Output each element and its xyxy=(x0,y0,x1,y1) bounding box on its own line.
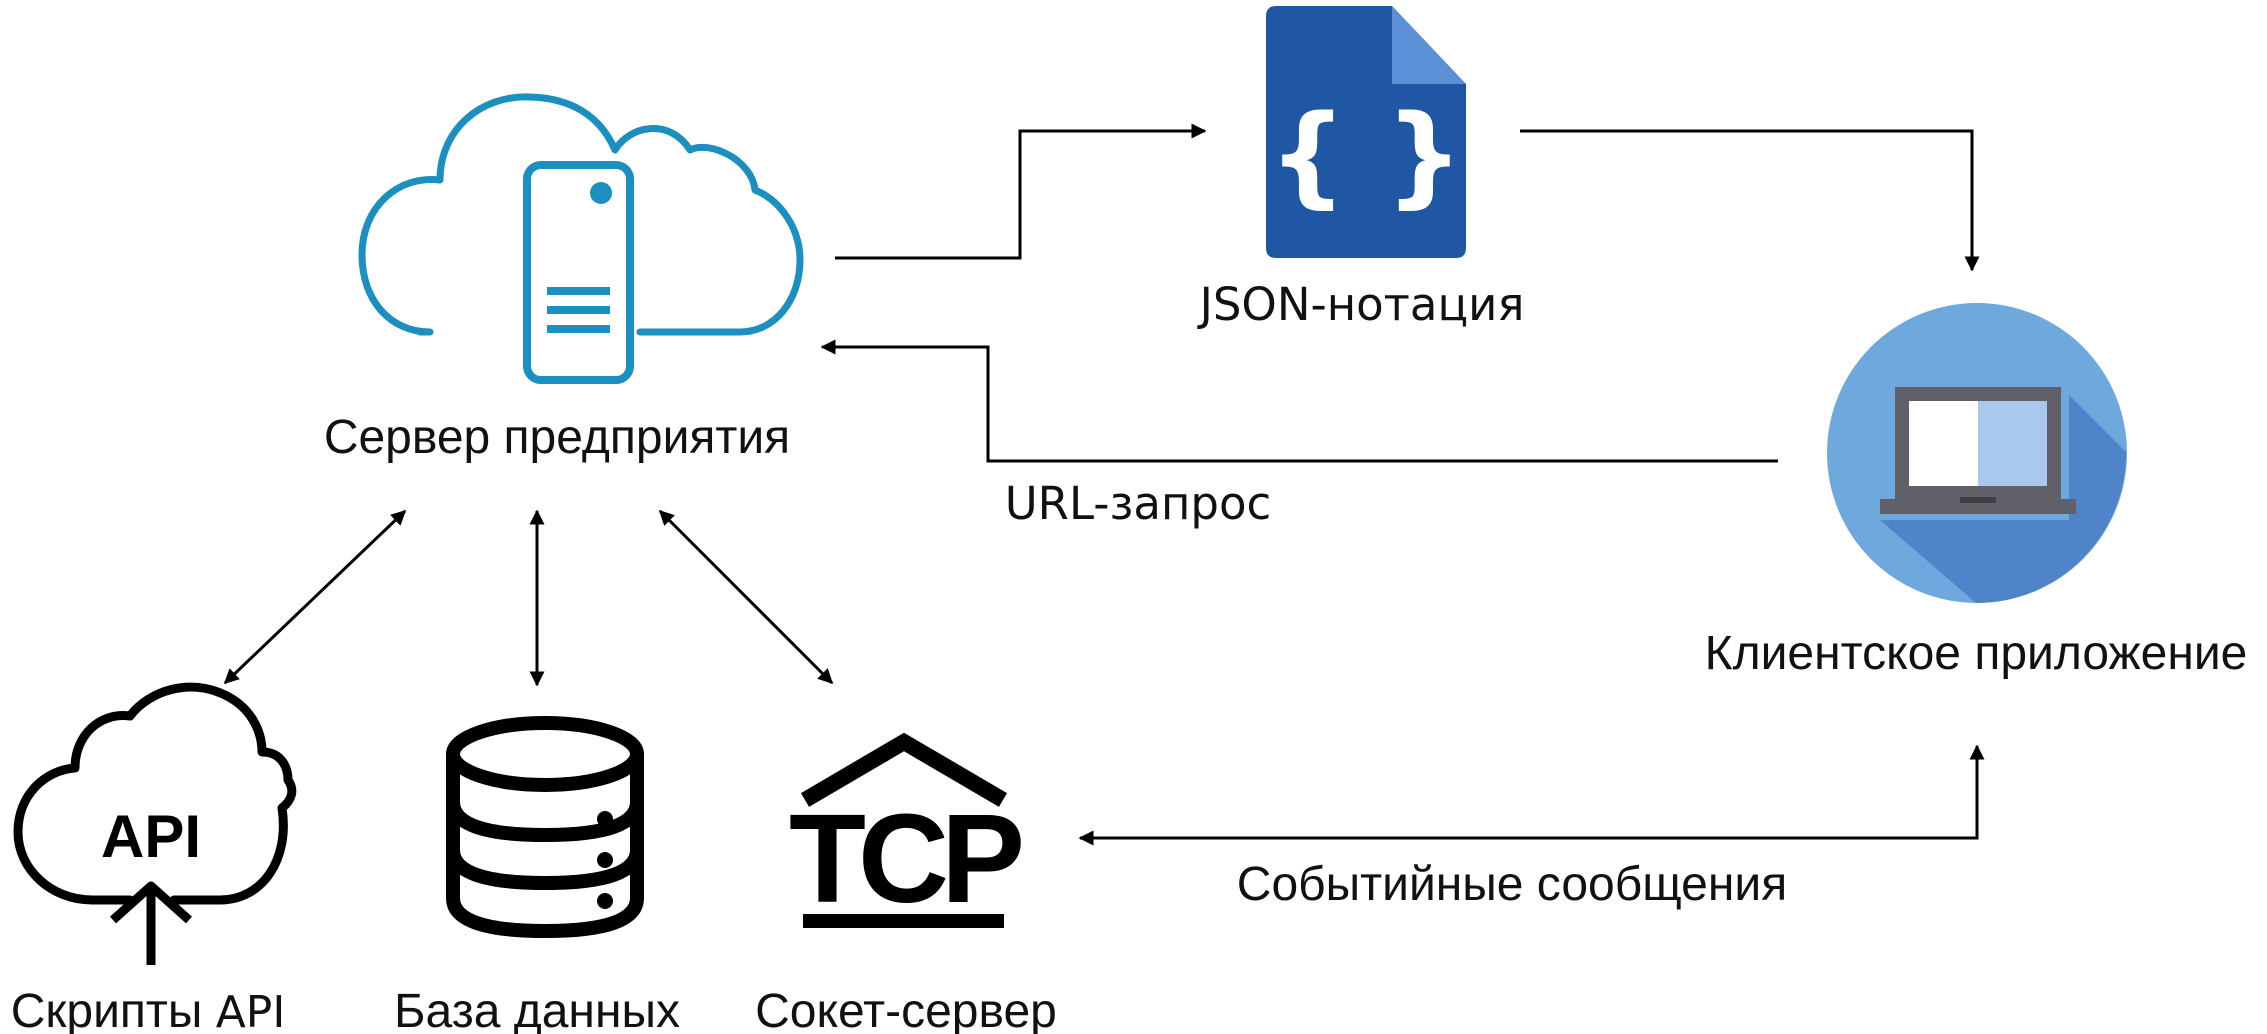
cloud-server-icon xyxy=(358,93,804,384)
url-request-label: URL-запрос xyxy=(1005,477,1271,530)
api-icon-text: API xyxy=(101,803,201,870)
database-node[interactable]: База данных xyxy=(394,716,680,1034)
arrow-server-to-json xyxy=(835,123,1207,260)
database-icon xyxy=(446,716,644,939)
server-label: Сервер предприятия xyxy=(324,411,790,464)
json-node[interactable]: { } JSON-нотация xyxy=(1197,6,1525,331)
arrow-server-socket xyxy=(658,509,834,685)
tcp-icon: TCP xyxy=(789,732,1029,929)
arrow-server-api xyxy=(223,509,407,685)
json-label: JSON-нотация xyxy=(1197,278,1525,331)
arrow-client-to-server xyxy=(820,339,1778,463)
server-node[interactable]: Сервер предприятия xyxy=(324,93,804,464)
arrow-json-to-client xyxy=(1520,129,1980,272)
api-label: Скрипты API xyxy=(11,985,286,1034)
socket-label: Сокет-сервер xyxy=(755,985,1057,1034)
connectors xyxy=(223,123,1985,846)
tcp-icon-text: TCP xyxy=(789,788,1021,929)
events-label: Событийные сообщения xyxy=(1237,858,1787,911)
laptop-icon xyxy=(1827,303,2127,603)
client-node[interactable]: Клиентское приложение xyxy=(1705,303,2248,680)
json-file-icon: { } xyxy=(1266,6,1466,258)
cloud-api-upload-icon: API xyxy=(13,682,297,965)
api-node[interactable]: API Скрипты API xyxy=(11,682,297,1034)
arrow-socket-client xyxy=(1078,744,1985,846)
client-label: Клиентское приложение xyxy=(1705,627,2248,680)
json-braces: { } xyxy=(1269,91,1464,219)
database-label: База данных xyxy=(394,985,680,1034)
socket-node[interactable]: TCP Сокет-сервер xyxy=(755,732,1057,1034)
